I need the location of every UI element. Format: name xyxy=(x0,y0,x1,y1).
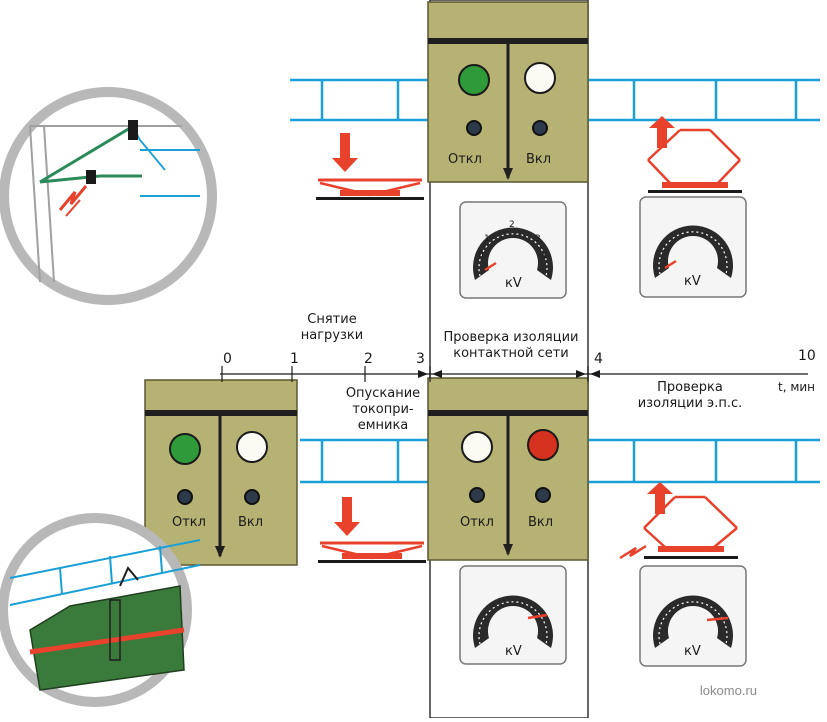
tick-4: 4 xyxy=(594,351,603,367)
top-kv-label: кV xyxy=(505,276,522,291)
left-circular-inset xyxy=(0,87,217,305)
lamp-on-white xyxy=(524,62,556,94)
bottom-voltmeter xyxy=(459,565,567,665)
right-top-kv-label: кV xyxy=(684,274,701,289)
top-on-label: Вкл xyxy=(526,152,552,167)
tick-0: 0 xyxy=(223,351,232,367)
right-bottom-voltmeter xyxy=(639,565,747,667)
left-on-label: Вкл xyxy=(238,515,264,530)
stage-pantograph-lowering: Опускание токопри- емника xyxy=(345,386,421,433)
time-unit-label: t, мин xyxy=(778,380,816,394)
tick-2: 2 xyxy=(364,351,373,367)
right-top-voltmeter xyxy=(639,196,747,298)
button-off xyxy=(466,120,482,136)
dial-tick: 2 xyxy=(509,220,515,230)
top-right-pantograph-raised xyxy=(647,116,742,193)
left-control-panel xyxy=(144,379,298,566)
bottom-right-pantograph-raised xyxy=(619,482,738,560)
dial-tick: 1 xyxy=(484,234,490,244)
top-off-label: Откл xyxy=(448,152,482,167)
stage-network-insulation: Проверка изоляции контактной сети xyxy=(443,330,579,361)
top-voltmeter xyxy=(459,201,567,299)
bottom-kv-label: кV xyxy=(505,644,522,659)
button-on xyxy=(532,120,548,136)
tick-10: 10 xyxy=(798,348,816,364)
left-bottom-pantograph-lowered xyxy=(318,497,426,563)
right-bottom-kv-label: кV xyxy=(684,644,701,659)
left-off-label: Откл xyxy=(172,515,206,530)
dial-tick: 0 xyxy=(478,250,484,260)
top-control-panel xyxy=(427,1,589,183)
dial-tick: 3 xyxy=(535,234,541,244)
watermark: lokomo.ru xyxy=(699,683,757,698)
lamp-off-green xyxy=(458,64,490,96)
timeline xyxy=(220,366,808,382)
bottom-on-label: Вкл xyxy=(528,515,554,530)
locomotive-inset xyxy=(0,513,201,707)
bottom-off-label: Откл xyxy=(460,515,494,530)
dial-tick: 4 xyxy=(541,252,547,262)
stage-eps-insulation: Проверка изоляции э.п.с. xyxy=(637,380,743,411)
tick-3: 3 xyxy=(416,351,425,367)
tick-1: 1 xyxy=(290,351,299,367)
stage-load-removal: Снятие нагрузки xyxy=(300,312,364,343)
top-left-pantograph-lowered xyxy=(316,133,424,200)
bottom-control-panel xyxy=(427,377,589,561)
